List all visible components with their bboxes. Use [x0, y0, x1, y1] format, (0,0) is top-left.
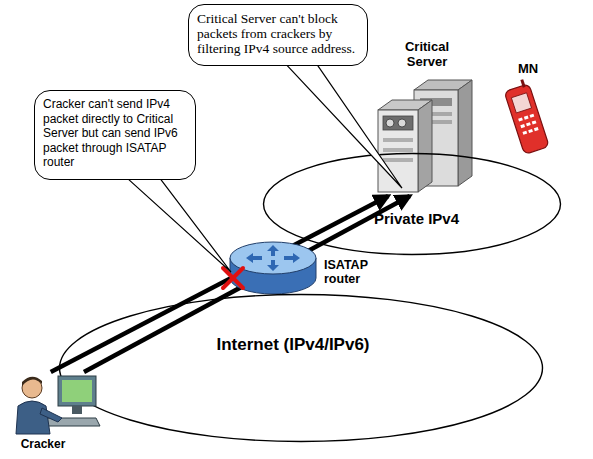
device-node: Cracker: [8, 372, 103, 457]
device-node: Critical Server: [372, 40, 480, 196]
region-outline: [262, 152, 562, 256]
network-region: Private IPv4: [262, 152, 562, 256]
device-node: MN: [500, 62, 555, 158]
node-label: MN: [506, 62, 550, 77]
device-illustration: [372, 76, 480, 194]
device-illustration: [226, 236, 320, 302]
device-node: ISATAP router: [226, 236, 391, 302]
node-label: ISATAP router: [324, 258, 390, 287]
node-label: Cracker: [8, 438, 78, 452]
callout-text: Cracker can't send IPv4 packet directly …: [43, 97, 188, 170]
callout-bubble: Critical Server can't block packets from…: [188, 4, 368, 66]
node-label: Critical Server: [390, 40, 464, 70]
callout-bubble: Cracker can't send IPv4 packet directly …: [34, 90, 196, 180]
node-label: Private IPv4: [374, 210, 484, 227]
network-region: Internet (IPv4/IPv6): [58, 293, 544, 443]
device-illustration: [8, 372, 103, 438]
region-outline: [58, 293, 544, 443]
node-label: Internet (IPv4/IPv6): [168, 335, 418, 355]
device-illustration: [500, 80, 555, 158]
callout-text: Critical Server can't block packets from…: [197, 11, 360, 56]
callout-tail: [128, 177, 231, 272]
